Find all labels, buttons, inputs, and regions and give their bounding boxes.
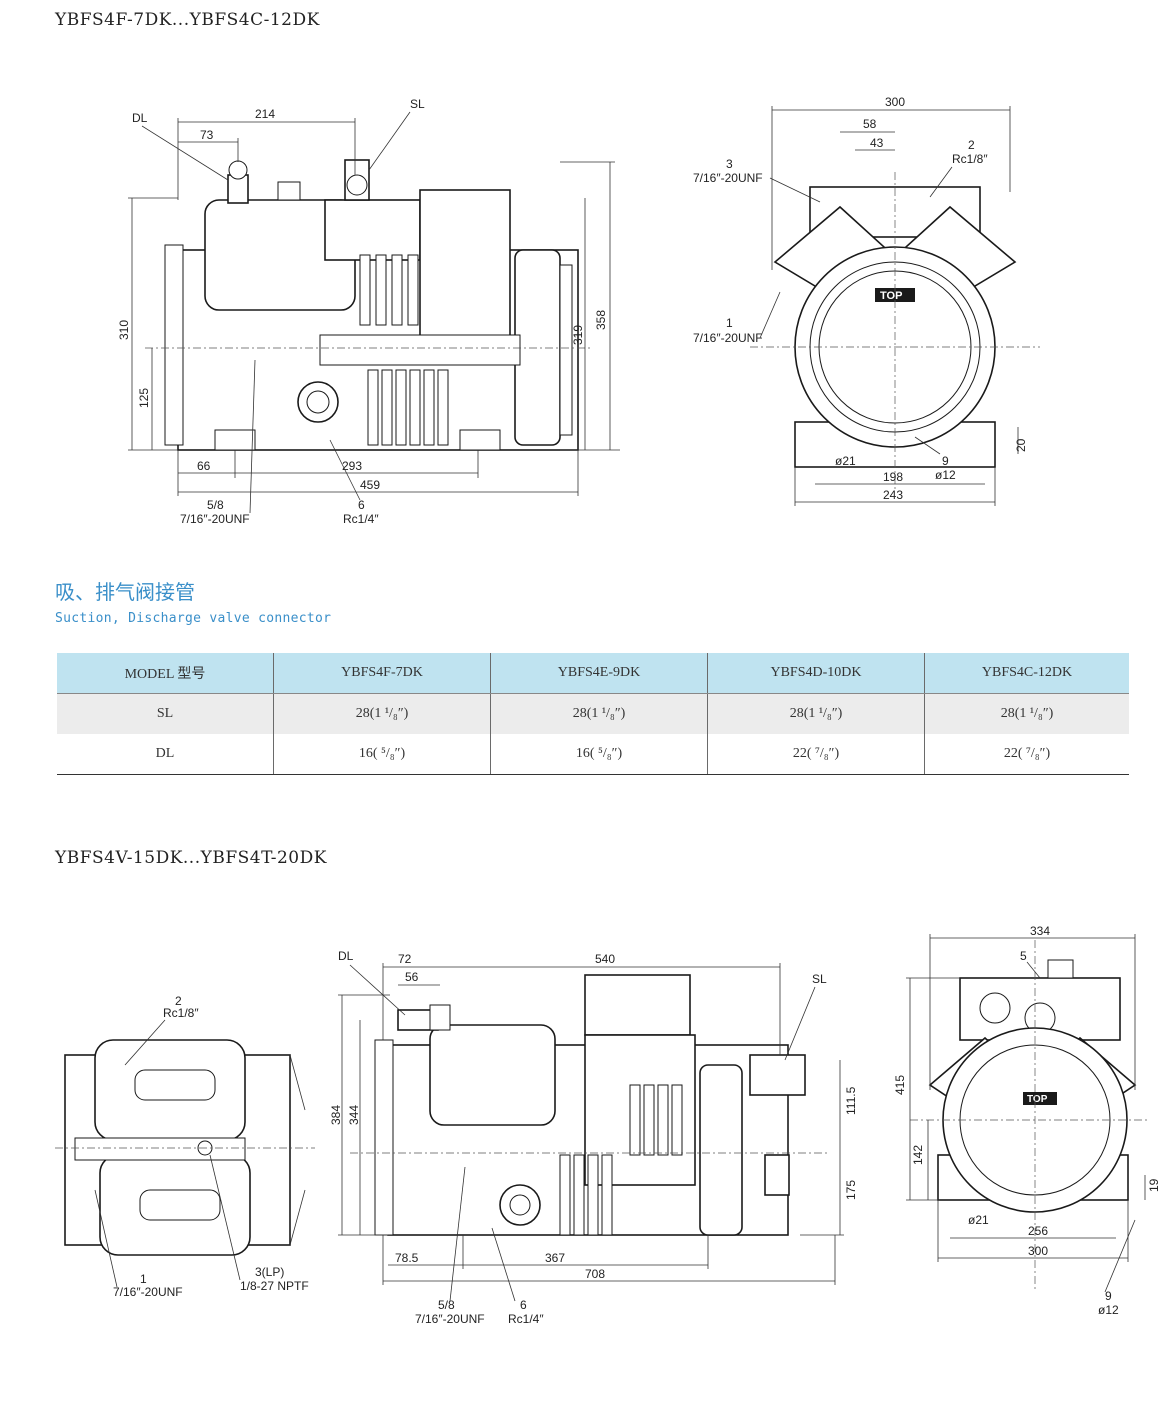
dim-319: 319 <box>571 325 585 345</box>
valve-housing-outline <box>324 199 421 261</box>
header-col-2: YBFS4E-9DK <box>490 653 708 694</box>
table-row: SL 28(1 ¹/₈″) 28(1 ¹/₈″) 28(1 ¹/₈″) 28(1… <box>57 693 1129 734</box>
terminal-box-outline <box>584 974 691 1036</box>
dim-58: 58 <box>863 117 877 131</box>
note-3-thread: 1/8-27 NPTF <box>240 1279 309 1293</box>
note-2-thread: Rc1/8″ <box>163 1006 199 1020</box>
valve-connector-table: MODEL 型号 YBFS4F-7DK YBFS4E-9DK YBFS4D-10… <box>57 653 1129 775</box>
dim-415: 415 <box>893 1075 907 1095</box>
dim-19: 19 <box>1147 1178 1161 1192</box>
label-sl: SL <box>812 972 827 986</box>
drawing-side-view-large: 540 72 56 DL SL 384 344 111.5 175 78.5 3… <box>329 949 858 1326</box>
dim-72: 72 <box>398 952 412 966</box>
drawing-end-view-large: TOP 334 5 415 142 19 ø21 256 300 9 ø12 <box>893 924 1161 1317</box>
section-title-cn: 吸、排气阀接管 <box>55 580 195 604</box>
dim-293: 293 <box>342 459 362 473</box>
dim-20: 20 <box>1014 438 1028 452</box>
note-6-number: 6 <box>358 498 365 512</box>
dim-300: 300 <box>1028 1244 1048 1258</box>
dim-66: 66 <box>197 459 211 473</box>
suction-valve <box>749 1054 806 1096</box>
dim-243: 243 <box>883 488 903 502</box>
dim-111-5: 111.5 <box>844 1086 858 1115</box>
table-header-row: MODEL 型号 YBFS4F-7DK YBFS4E-9DK YBFS4D-10… <box>57 653 1129 694</box>
note-5-size: 5/8 <box>438 1298 455 1312</box>
drawing-end-view-small: TOP 300 58 43 2 Rc1/8″ 3 7/16″-20UNF 1 7… <box>693 95 1040 506</box>
label-sl: SL <box>410 97 425 111</box>
dim-300: 300 <box>885 95 905 109</box>
note-9-number: 9 <box>942 454 949 468</box>
note-1-thread: 7/16″-20UNF <box>113 1285 183 1299</box>
dim-367: 367 <box>545 1251 565 1265</box>
note-9-dia: ø12 <box>1098 1303 1119 1317</box>
note-5-size: 5/8 <box>207 498 224 512</box>
dim-256: 256 <box>1028 1224 1048 1238</box>
note-9-number: 9 <box>1105 1289 1112 1303</box>
dim-459: 459 <box>360 478 380 492</box>
note-5-thread: 7/16″-20UNF <box>415 1312 485 1326</box>
header-model: MODEL 型号 <box>57 653 274 694</box>
top-model-range-title: YBFS4F-7DK...YBFS4C-12DK <box>55 10 320 30</box>
header-col-3: YBFS4D-10DK <box>707 653 925 694</box>
dim-198: 198 <box>883 470 903 484</box>
note-6-thread: Rc1/4″ <box>343 512 379 526</box>
note-1-number: 1 <box>140 1272 147 1286</box>
dim-78-5: 78.5 <box>395 1251 419 1265</box>
dim-175: 175 <box>844 1180 858 1200</box>
top-mark: TOP <box>880 290 902 302</box>
dim-142: 142 <box>911 1145 925 1165</box>
dim-358: 358 <box>594 310 608 330</box>
label-dl: DL <box>132 111 148 125</box>
note-6-number: 6 <box>520 1298 527 1312</box>
dim-344: 344 <box>347 1105 361 1125</box>
motor-end-cover <box>514 249 561 446</box>
terminal-box-outline <box>419 189 511 356</box>
note-1-thread: 7/16″-20UNF <box>693 331 763 345</box>
note-9-dia: ø12 <box>935 468 956 482</box>
label-dl: DL <box>338 949 354 963</box>
dim-dia-21: ø21 <box>968 1213 989 1227</box>
note-3-lp: 3(LP) <box>255 1265 284 1279</box>
dim-73: 73 <box>200 128 214 142</box>
note-2-thread: Rc1/8″ <box>952 152 988 166</box>
dim-384: 384 <box>329 1105 343 1125</box>
cylinder-head-outline <box>429 1024 556 1126</box>
note-5-thread: 7/16″-20UNF <box>180 512 250 526</box>
dim-214: 214 <box>255 107 275 121</box>
note-2-number: 2 <box>175 994 182 1008</box>
section-title-en: Suction, Discharge valve connector <box>55 611 332 626</box>
note-3-thread: 7/16″-20UNF <box>693 171 763 185</box>
dim-dia-21: ø21 <box>835 454 856 468</box>
dim-310: 310 <box>117 320 131 340</box>
note-6-thread: Rc1/4″ <box>508 1312 544 1326</box>
bottom-model-range-title: YBFS4V-15DK...YBFS4T-20DK <box>55 848 327 868</box>
header-col-4: YBFS4C-12DK <box>924 653 1129 694</box>
dim-43: 43 <box>870 136 884 150</box>
note-2-number: 2 <box>968 138 975 152</box>
top-mark: TOP <box>1027 1094 1048 1105</box>
table-row: DL 16( ⁵/₈″) 16( ⁵/₈″) 22( ⁷/₈″) 22( ⁷/₈… <box>57 734 1129 775</box>
dim-125: 125 <box>137 388 151 408</box>
dim-334: 334 <box>1030 924 1050 938</box>
header-col-1: YBFS4F-7DK <box>273 653 491 694</box>
dim-708: 708 <box>585 1267 605 1281</box>
note-5: 5 <box>1020 949 1027 963</box>
drawing-side-view-small: 214 73 DL SL 310 125 319 358 66 293 459 … <box>117 97 620 526</box>
note-3-number: 3 <box>726 157 733 171</box>
dim-540: 540 <box>595 952 615 966</box>
drawing-top-view-large: 2 Rc1/8″ 1 7/16″-20UNF 3(LP) 1/8-27 NPTF <box>55 994 315 1299</box>
dim-56: 56 <box>405 970 419 984</box>
note-1-number: 1 <box>726 316 733 330</box>
